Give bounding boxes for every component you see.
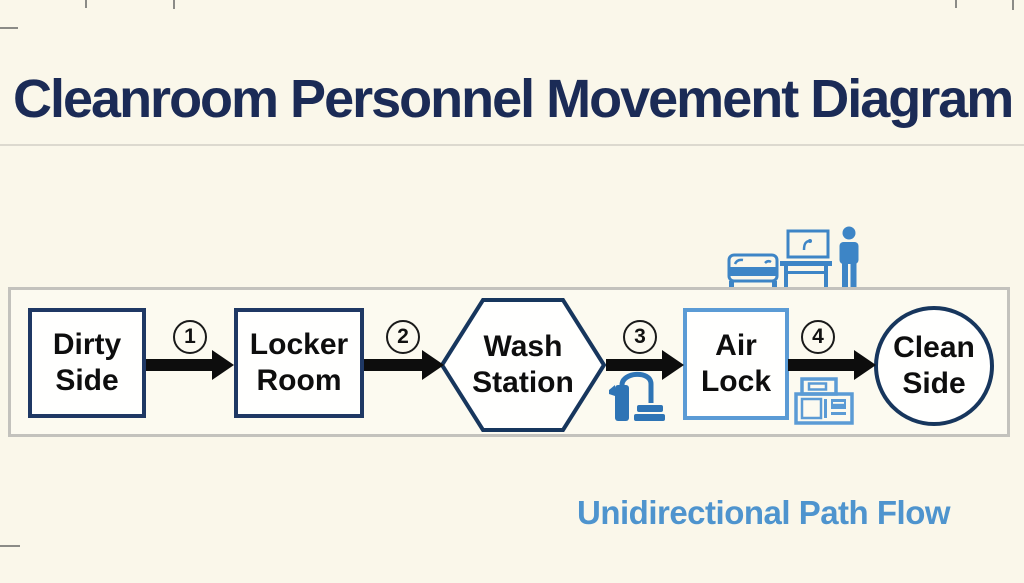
arrow-head-icon (662, 350, 684, 380)
node-clean-side: Clean Side (874, 306, 994, 426)
caption-unidirectional-path-flow: Unidirectional Path Flow (577, 494, 951, 531)
artifact-mark (0, 545, 20, 547)
bed-icon (727, 253, 779, 288)
flow-arrow-3 (606, 350, 684, 380)
node-dirty-side-label: Dirty Side (52, 328, 122, 397)
artifact-mark (85, 0, 87, 8)
title-divider (0, 144, 1024, 146)
step-badge-2: 2 (386, 320, 420, 354)
node-air-lock-label: Air Lock (700, 329, 772, 398)
arrow-shaft (606, 359, 664, 371)
arrow-shaft (146, 359, 214, 371)
arrow-shaft (788, 359, 856, 371)
step-number: 4 (812, 325, 824, 348)
hexagon-shape (439, 298, 607, 432)
flow-arrow-4 (788, 350, 876, 380)
step-badge-3: 3 (623, 320, 657, 354)
arrow-head-icon (212, 350, 234, 380)
step-number: 2 (397, 325, 409, 348)
node-wash-station: Wash Station (439, 297, 607, 433)
artifact-mark (1012, 0, 1014, 10)
person-icon (839, 226, 859, 287)
flow-arrow-1 (146, 350, 234, 380)
pass-through-cabinet-icon (794, 377, 854, 425)
node-locker-room: Locker Room (234, 308, 364, 418)
step-badge-1: 1 (173, 320, 207, 354)
step-badge-4: 4 (801, 320, 835, 354)
node-wash-station-label: Wash Station (472, 330, 574, 399)
node-locker-room-label: Locker Room (249, 328, 349, 397)
arrow-shaft (364, 359, 424, 371)
flow-arrow-2 (364, 350, 444, 380)
arrow-head-icon (422, 350, 444, 380)
artifact-mark (173, 0, 175, 9)
step-number: 3 (634, 325, 646, 348)
step-number: 1 (184, 325, 196, 348)
desk-computer-icon (780, 229, 832, 287)
wash-sprayer-icon (609, 371, 665, 421)
artifact-mark (955, 0, 957, 8)
artifact-mark (0, 27, 18, 29)
page-title: Cleanroom Personnel Movement Diagram (13, 69, 1014, 129)
node-dirty-side: Dirty Side (28, 308, 146, 418)
node-air-lock: Air Lock (683, 308, 789, 420)
node-clean-side-label: Clean Side (893, 331, 975, 400)
arrow-head-icon (854, 350, 876, 380)
